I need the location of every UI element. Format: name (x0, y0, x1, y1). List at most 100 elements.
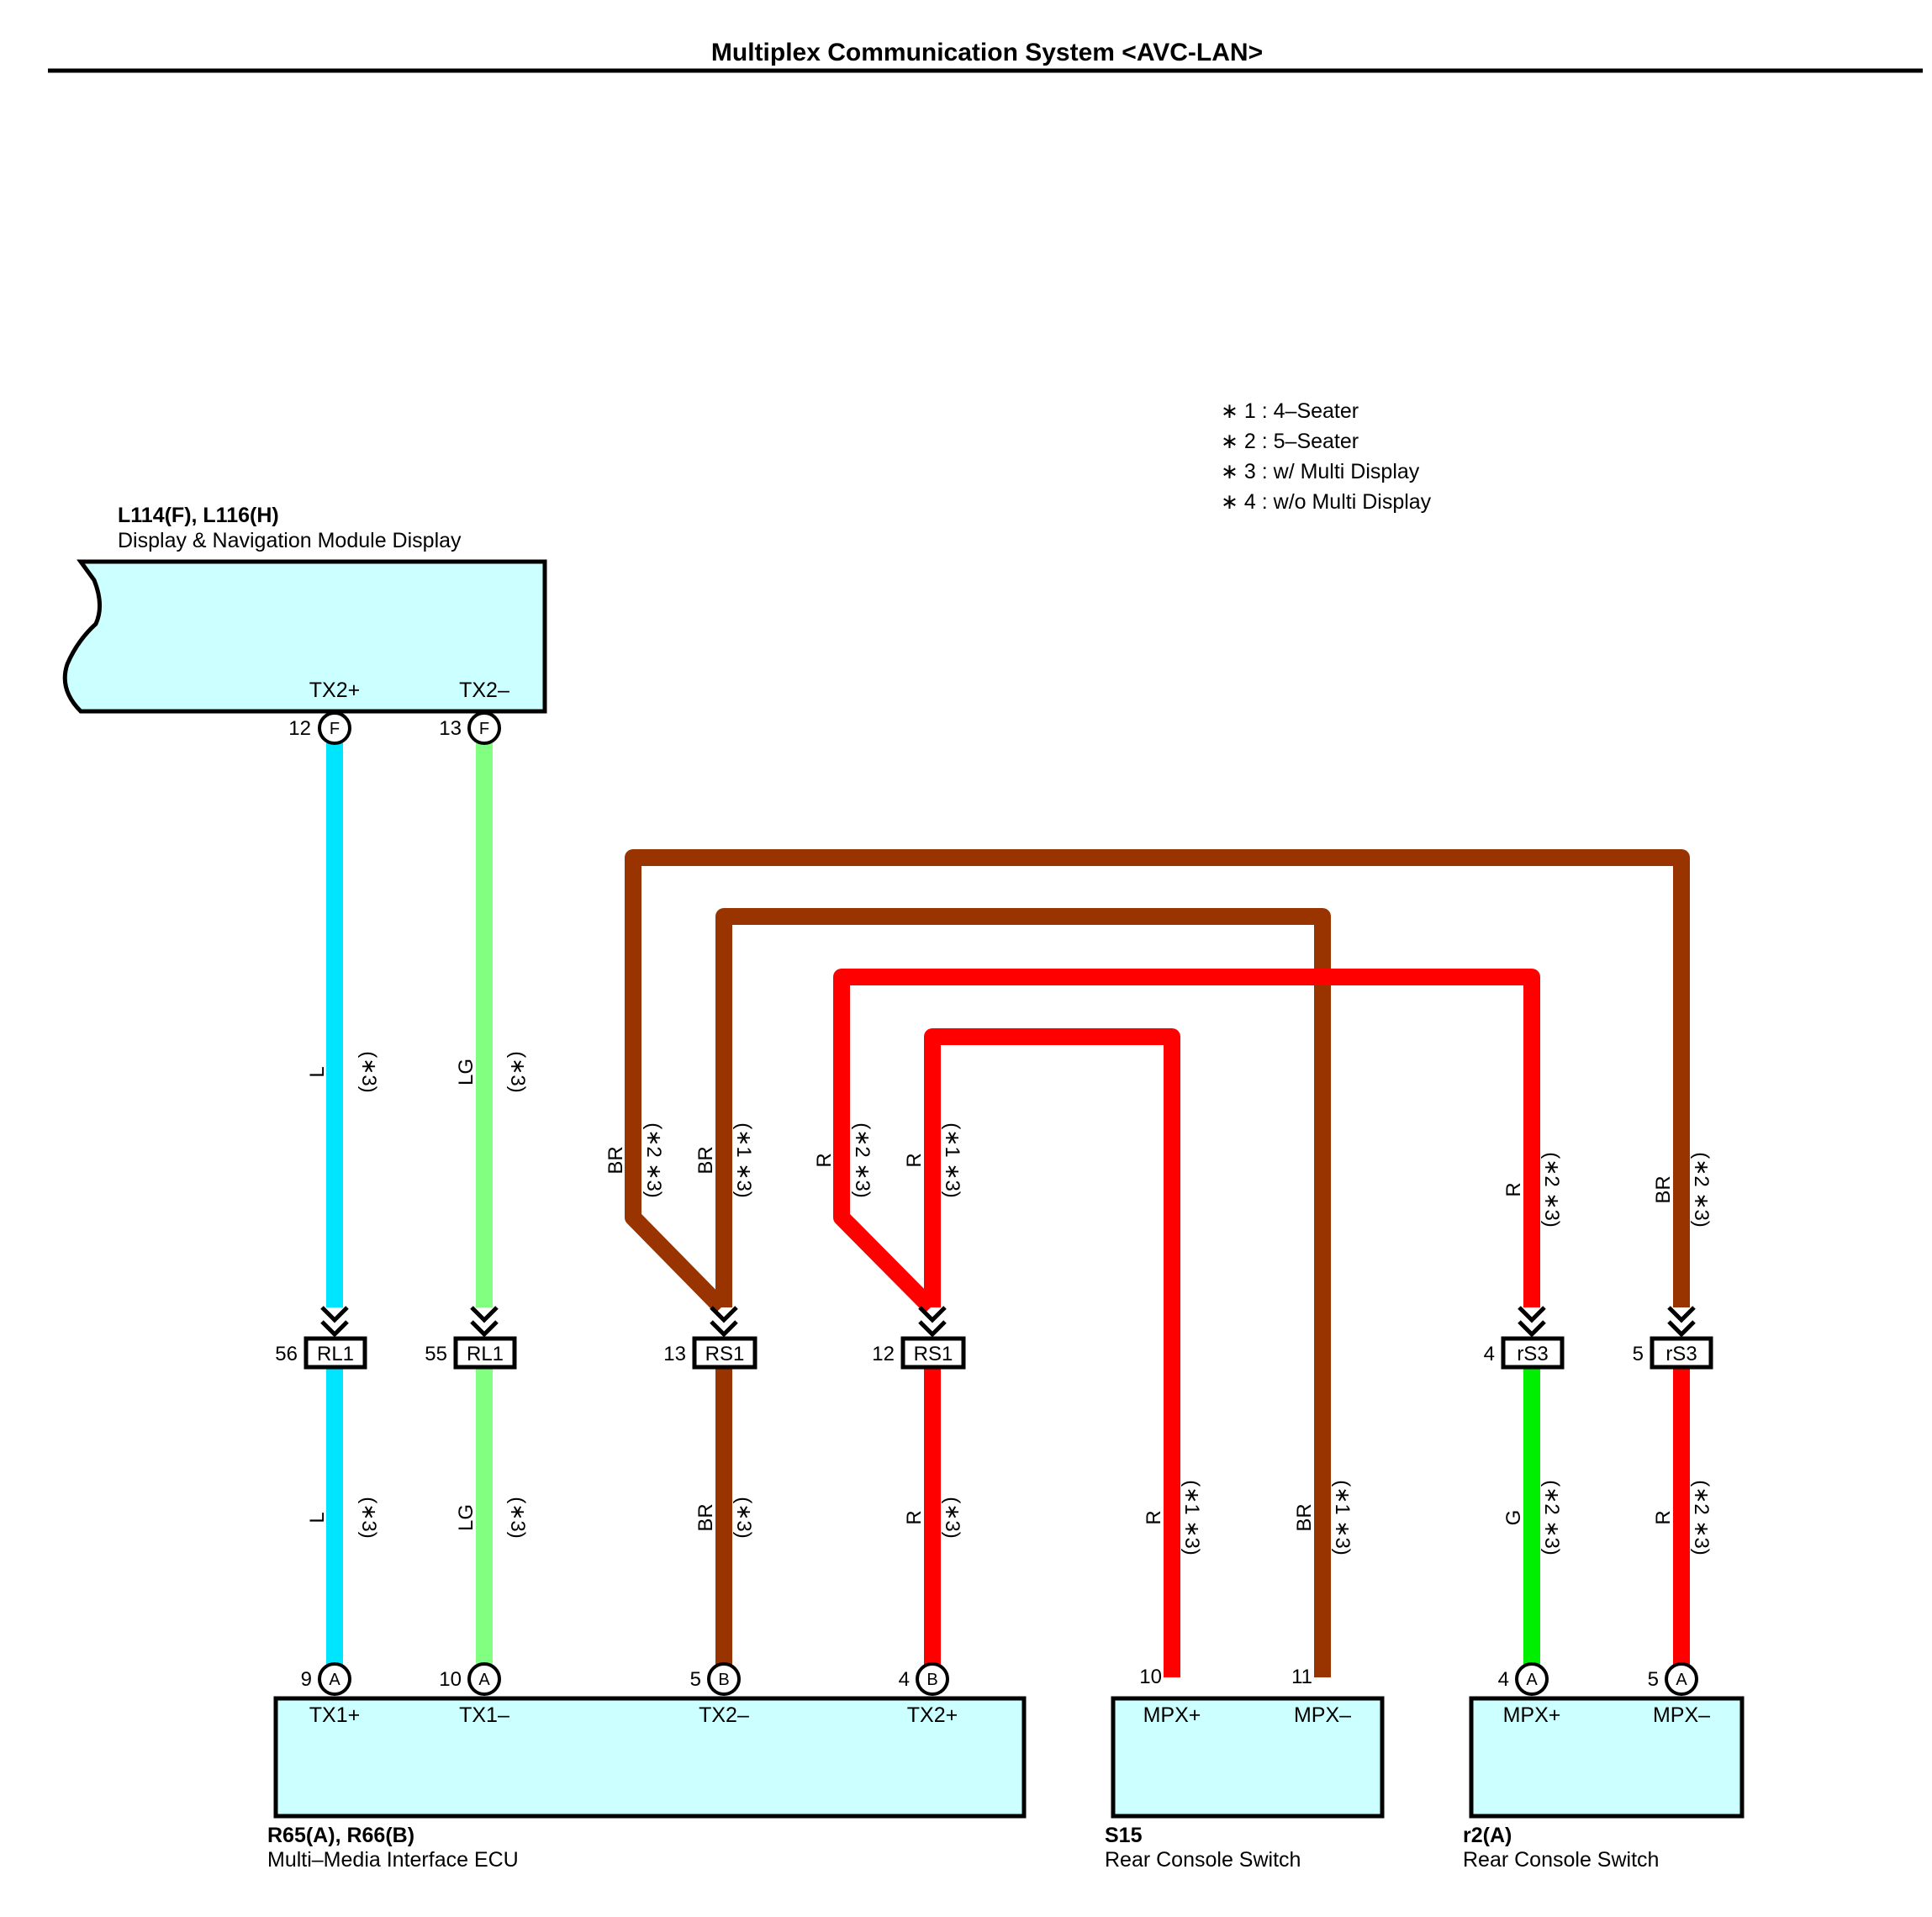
terminal-letter: A (478, 1671, 490, 1689)
terminal-letter: F (479, 720, 489, 738)
rear-console-switch-s15: 10 11 MPX+ MPX– S15 Rear Console Switch (1105, 1666, 1385, 1872)
wire-note-label: (∗3) (357, 1051, 380, 1092)
terminal-number: 5 (1648, 1668, 1659, 1691)
wire-note-label: (∗3) (506, 1051, 529, 1092)
wire-note-label: (∗3) (732, 1497, 755, 1538)
display-code: L114(F), L116(H) (118, 504, 279, 527)
display-pin-tx2minus: TX2– (459, 679, 509, 702)
wires (326, 740, 1690, 1677)
terminal-circle (1665, 1662, 1698, 1696)
wire-color-label: LG (455, 1504, 478, 1531)
multimedia-interface-ecu: TX1+ TX1– TX2– TX2+ R65(A), R66(B) Multi… (267, 1662, 1027, 1872)
terminal-number: 11 (1291, 1666, 1312, 1688)
connector-chevron-icon (1518, 1306, 1546, 1323)
r2-pin-mpxminus: MPX– (1653, 1703, 1710, 1727)
wire-br-outer (625, 849, 1690, 1314)
terminal-number: 9 (301, 1668, 312, 1691)
wire-r-inner (924, 1028, 1180, 1677)
ecu-pin-tx2minus: TX2– (699, 1703, 749, 1727)
s15-name: Rear Console Switch (1105, 1848, 1301, 1872)
connector-code: RS1 (914, 1343, 953, 1365)
wire-note-label: (∗2 ∗3) (1540, 1480, 1563, 1555)
s15-code: S15 (1105, 1824, 1143, 1847)
r2-code: r2(A) (1463, 1824, 1512, 1847)
wire-color-label: BR (694, 1146, 717, 1174)
connector-rs3-5: rS3 5 (1633, 1306, 1713, 1370)
terminal-circle (1515, 1662, 1549, 1696)
terminal-number: 4 (899, 1668, 910, 1691)
s15-box (1111, 1696, 1385, 1819)
connector-chevron-icon (470, 1306, 499, 1323)
terminal-letter: A (1676, 1671, 1687, 1689)
connector-chevron-icon (1667, 1320, 1696, 1338)
terminal-number: 5 (690, 1668, 701, 1691)
display-pin-tx2plus: TX2+ (309, 679, 360, 702)
wire-color-label: R (1143, 1510, 1165, 1524)
wire-color-label: BR (694, 1503, 717, 1531)
s15-pin-mpxminus: MPX– (1294, 1703, 1351, 1727)
connector-rs1-13: RS1 13 (663, 1306, 757, 1370)
terminal-circle (707, 1662, 741, 1696)
wire-note-label: (∗2 ∗3) (1690, 1480, 1713, 1555)
ecu-name: Multi–Media Interface ECU (267, 1848, 519, 1872)
wire-color-label: R (1502, 1182, 1525, 1196)
terminal-circle (916, 1662, 949, 1696)
connector-rs3-4: rS3 4 (1484, 1306, 1565, 1370)
display-box (62, 559, 547, 714)
note-4: ∗ 4 : w/o Multi Display (1221, 490, 1432, 514)
wire-note-label: (∗2 ∗3) (851, 1122, 874, 1198)
wire-color-label: G (1502, 1510, 1525, 1526)
wire-labels: L (∗3) LG (∗3) BR (∗2 ∗3) BR (∗1 ∗3) R (… (306, 1051, 1713, 1555)
ecu-pin-tx1plus: TX1+ (309, 1703, 360, 1727)
wire-note-label: (∗2 ∗3) (642, 1122, 665, 1198)
connector-box (304, 1336, 367, 1370)
inline-connectors: RL1 56 RL1 55 RS1 13 RS1 12 (275, 1306, 1713, 1370)
connector-box (453, 1336, 517, 1370)
connector-chevron-icon (320, 1320, 349, 1338)
wire-note-label: (∗3) (941, 1497, 963, 1538)
connector-code: RS1 (705, 1343, 745, 1365)
wire-note-label: (∗1 ∗3) (941, 1122, 963, 1198)
connector-box (692, 1336, 757, 1370)
connector-chevron-icon (320, 1306, 349, 1323)
terminal-circle (318, 1662, 351, 1696)
connector-box (1501, 1336, 1565, 1370)
terminal-number: 13 (439, 717, 462, 740)
wire-color-label: R (813, 1153, 836, 1167)
wire-note-label: (∗1 ∗3) (732, 1122, 755, 1198)
connector-code: RL1 (467, 1343, 504, 1365)
connector-chevron-icon (918, 1306, 947, 1323)
terminal-letter: F (330, 720, 340, 738)
terminal-number: 10 (1139, 1666, 1162, 1688)
connector-rl1-55: RL1 55 (425, 1306, 517, 1370)
terminal-letter: B (718, 1671, 729, 1689)
wire-color-label: BR (1652, 1175, 1675, 1203)
wire-note-label: (∗1 ∗3) (1180, 1480, 1203, 1555)
note-2: ∗ 2 : 5–Seater (1221, 430, 1359, 453)
terminal-number: 4 (1498, 1668, 1509, 1691)
connector-chevron-icon (470, 1320, 499, 1338)
connector-code: rS3 (1665, 1343, 1697, 1365)
wire-br-inner (715, 908, 1331, 1677)
wire-color-label: LG (455, 1059, 478, 1085)
r2-pin-mpxplus: MPX+ (1503, 1703, 1561, 1727)
connector-chevron-icon (1667, 1306, 1696, 1323)
wire-color-label: L (306, 1512, 329, 1523)
wire-color-label: L (306, 1066, 329, 1077)
connector-box (1650, 1336, 1713, 1370)
connector-number: 13 (663, 1343, 686, 1365)
wire-note-label: (∗1 ∗3) (1331, 1480, 1354, 1555)
terminal-circle (318, 711, 351, 745)
notes-legend: ∗ 1 : 4–Seater ∗ 2 : 5–Seater ∗ 3 : w/ M… (1221, 399, 1432, 514)
r2-box (1469, 1696, 1745, 1819)
connector-rl1-56: RL1 56 (275, 1306, 367, 1370)
wire-note-label: (∗2 ∗3) (1540, 1152, 1563, 1228)
connector-number: 55 (425, 1343, 447, 1365)
note-3: ∗ 3 : w/ Multi Display (1221, 460, 1420, 483)
wire-color-label: R (1652, 1510, 1675, 1524)
note-1: ∗ 1 : 4–Seater (1221, 399, 1359, 423)
wire-note-label: (∗2 ∗3) (1690, 1152, 1713, 1228)
page-title: Multiplex Communication System <AVC-LAN> (711, 39, 1263, 66)
ecu-pin-tx1minus: TX1– (459, 1703, 509, 1727)
